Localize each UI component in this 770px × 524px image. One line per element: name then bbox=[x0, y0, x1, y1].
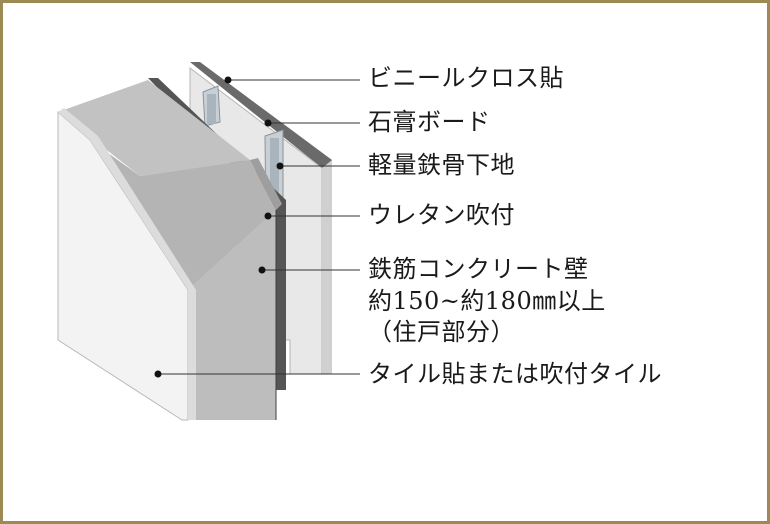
label-tile: タイル貼または吹付タイル bbox=[368, 360, 662, 388]
concrete-slant-face bbox=[90, 140, 276, 290]
concrete-top-face bbox=[58, 80, 250, 176]
label-vinyl-cloth: ビニールクロス貼 bbox=[368, 64, 564, 92]
vinyl-cloth-edge bbox=[190, 62, 332, 374]
label-gypsum-board: 石膏ボード bbox=[368, 108, 491, 136]
leader-lines bbox=[158, 79, 360, 375]
concrete-bevel bbox=[250, 158, 282, 210]
label-urethane: ウレタン吹付 bbox=[368, 201, 515, 229]
concrete-front-face bbox=[188, 210, 276, 420]
label-steel-stud: 軽量鉄骨下地 bbox=[368, 151, 515, 179]
leader-dot-gypsum bbox=[264, 119, 272, 127]
gypsum-board-side bbox=[322, 160, 332, 374]
label-concrete-line2: 約150~約180㎜以上 bbox=[368, 287, 606, 315]
leader-dot-stud bbox=[276, 162, 284, 170]
leader-dots bbox=[154, 76, 284, 378]
label-concrete-line3: （住戸部分） bbox=[368, 318, 515, 346]
steel-stud-1-face bbox=[207, 94, 216, 124]
leader-dot-urethane bbox=[264, 212, 272, 220]
label-concrete-line1: 鉄筋コンクリート壁 bbox=[368, 255, 589, 283]
leader-dot-concrete bbox=[258, 266, 266, 274]
leader-dot-vinyl bbox=[224, 76, 232, 84]
leader-dot-tile bbox=[154, 370, 162, 378]
steel-stud-2-face bbox=[270, 138, 279, 224]
